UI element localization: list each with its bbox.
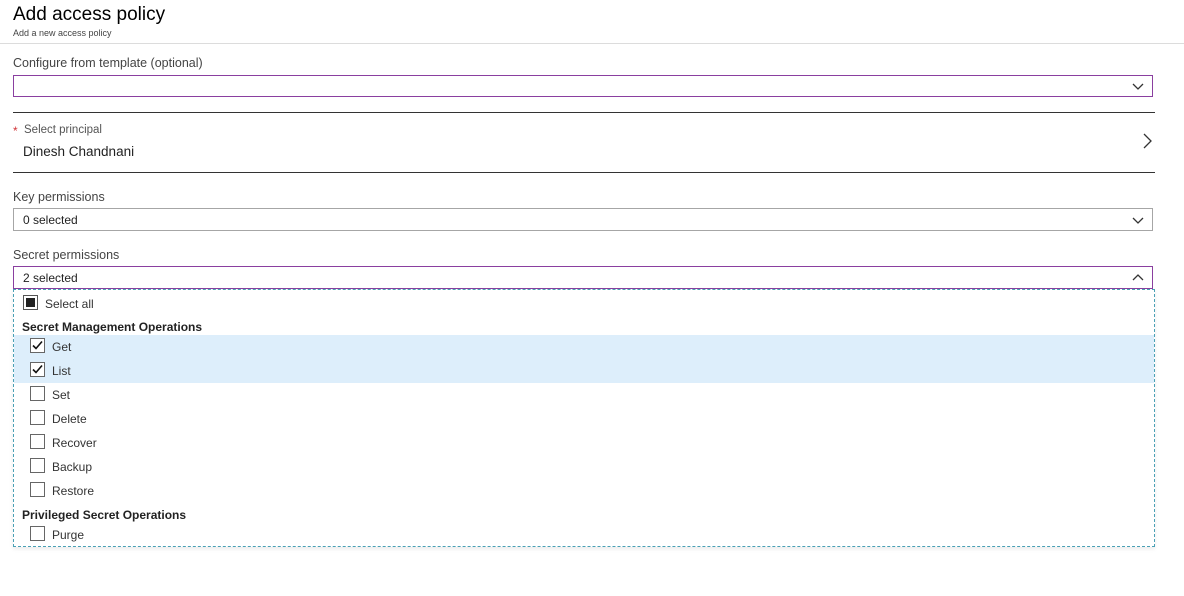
key-permissions-dropdown[interactable]: 0 selected [13, 208, 1153, 231]
checkbox-recover[interactable] [30, 434, 45, 449]
principal-label: Select principal [24, 124, 102, 136]
principal-bottom-divider [13, 172, 1155, 173]
principal-top-divider [13, 112, 1155, 113]
select-all-option[interactable]: Select all [14, 290, 1154, 314]
secret-permissions-value: 2 selected [23, 271, 78, 285]
page-subtitle: Add a new access policy [13, 28, 112, 38]
option-label: Set [52, 388, 71, 402]
option-delete[interactable]: Delete [14, 407, 1154, 431]
template-dropdown[interactable] [13, 75, 1153, 97]
option-label: Purge [52, 528, 85, 542]
select-all-label: Select all [45, 297, 94, 311]
page-title: Add access policy [13, 4, 166, 25]
option-backup[interactable]: Backup [14, 455, 1154, 479]
checkbox-list[interactable] [30, 362, 45, 377]
option-label: Restore [52, 484, 95, 498]
blade-header: Add access policy Add a new access polic… [13, 4, 165, 39]
option-label: List [52, 364, 71, 378]
option-restore[interactable]: Restore [14, 479, 1154, 503]
group-heading-secret-management: Secret Management Operations [22, 320, 203, 334]
required-indicator: * [13, 124, 18, 138]
secret-permissions-label: Secret permissions [13, 248, 120, 262]
key-permissions-value: 0 selected [23, 213, 78, 227]
checkbox-purge[interactable] [30, 526, 45, 541]
checkbox-delete[interactable] [30, 410, 45, 425]
checkbox-restore[interactable] [30, 482, 45, 497]
option-purge[interactable]: Purge [14, 523, 1154, 547]
option-label: Delete [52, 412, 87, 426]
checkbox-get[interactable] [30, 338, 45, 353]
option-set[interactable]: Set [14, 383, 1154, 407]
chevron-right-icon[interactable] [1142, 133, 1152, 149]
key-permissions-label: Key permissions [13, 190, 105, 204]
chevron-up-icon [1132, 274, 1144, 281]
option-get[interactable]: Get [14, 335, 1154, 359]
template-label: Configure from template (optional) [13, 56, 203, 70]
secret-permissions-list: Select all Secret Management Operations … [13, 289, 1155, 547]
option-label: Recover [52, 436, 97, 450]
group-heading-privileged: Privileged Secret Operations [22, 508, 187, 522]
option-label: Backup [52, 460, 93, 474]
checkmark-icon [32, 364, 43, 374]
option-recover[interactable]: Recover [14, 431, 1154, 455]
checkmark-icon [32, 340, 43, 350]
select-all-checkbox[interactable] [23, 295, 38, 310]
checkbox-set[interactable] [30, 386, 45, 401]
chevron-down-icon [1132, 217, 1144, 224]
option-label: Get [52, 340, 72, 354]
chevron-down-icon [1132, 83, 1144, 90]
checkbox-backup[interactable] [30, 458, 45, 473]
principal-value[interactable]: Dinesh Chandnani [23, 144, 135, 159]
header-divider [0, 43, 1184, 44]
option-list[interactable]: List [14, 359, 1154, 383]
secret-permissions-dropdown[interactable]: 2 selected [13, 266, 1153, 289]
